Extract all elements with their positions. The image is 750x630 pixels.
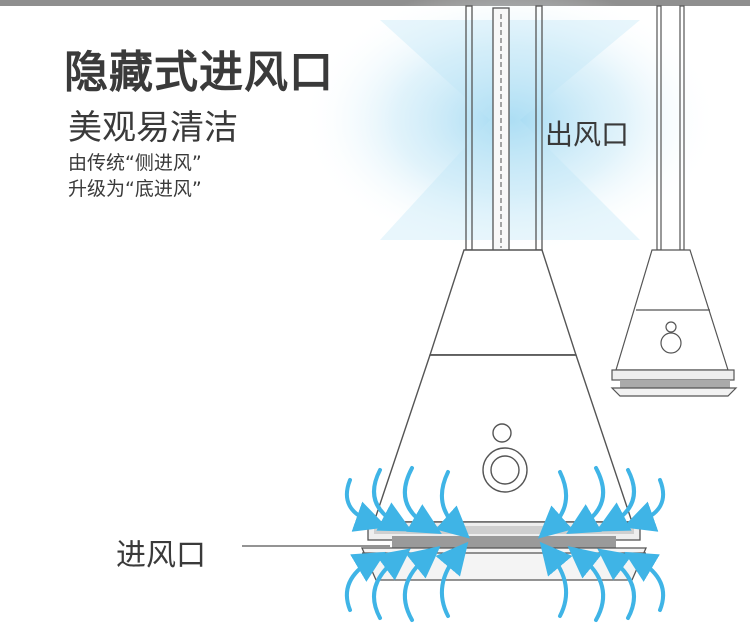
subheadline: 美观易清洁 bbox=[68, 108, 238, 148]
inlet-grille bbox=[392, 536, 616, 548]
outlet-airflow-beam bbox=[380, 20, 640, 240]
power-knob-inner bbox=[490, 455, 520, 485]
fan-secondary bbox=[610, 5, 738, 397]
indicator-icon bbox=[492, 423, 512, 443]
air-outlet-label: 出风口 bbox=[545, 118, 630, 151]
description-line-1: 由传统“侧进风” bbox=[68, 152, 202, 174]
power-knob-outer bbox=[482, 447, 528, 493]
outlet-airflow-glow bbox=[300, 0, 720, 255]
fan-main-base bbox=[361, 521, 647, 581]
body-lower-cone bbox=[373, 354, 633, 523]
fan-main-body bbox=[373, 249, 633, 523]
headline: 隐藏式进风口 bbox=[64, 47, 334, 98]
top-bar bbox=[0, 0, 750, 6]
body-upper-cone bbox=[429, 249, 577, 356]
inlet-airflow-arrows bbox=[344, 466, 666, 622]
description-line-2: 升级为“底进风” bbox=[68, 178, 202, 200]
air-inlet-label: 进风口 bbox=[116, 538, 206, 573]
